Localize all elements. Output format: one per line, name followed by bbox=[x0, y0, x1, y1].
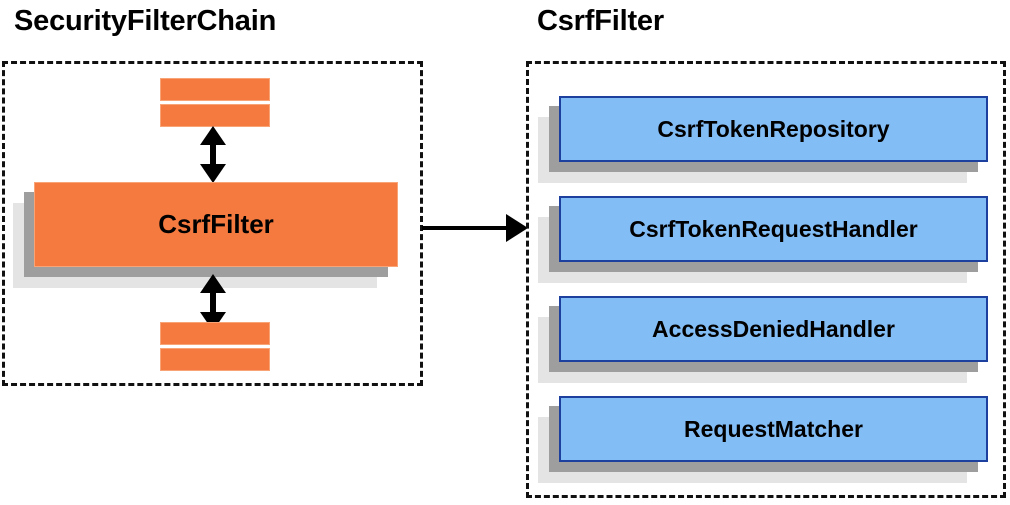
chain-filter-bar-below-2 bbox=[160, 348, 270, 371]
dependency-label: CsrfTokenRequestHandler bbox=[559, 196, 988, 262]
dependency-label: RequestMatcher bbox=[559, 396, 988, 462]
csrf-filter-label: CsrfFilter bbox=[34, 182, 398, 267]
chain-filter-bar-below-1 bbox=[160, 322, 270, 345]
arrow-head-down-icon bbox=[200, 164, 226, 183]
left-panel-title: SecurityFilterChain bbox=[14, 5, 277, 37]
csrf-filter-detail-container bbox=[526, 61, 1006, 498]
arrow-head-up-icon bbox=[200, 126, 226, 145]
chain-filter-bar-above-1 bbox=[160, 78, 270, 101]
security-filter-chain-container bbox=[2, 61, 423, 386]
arrow-shaft bbox=[422, 226, 512, 230]
csrf-filter-component[interactable]: CsrfFilter bbox=[13, 182, 398, 288]
arrow-head-right-icon bbox=[506, 214, 528, 242]
arrow-head-up-icon bbox=[200, 274, 226, 293]
chain-filter-bar-above-2 bbox=[160, 104, 270, 127]
arrow-shaft bbox=[210, 291, 216, 317]
dependency-label: AccessDeniedHandler bbox=[559, 296, 988, 362]
right-panel-title: CsrfFilter bbox=[537, 5, 664, 37]
dependency-label: CsrfTokenRepository bbox=[559, 96, 988, 162]
arrow-shaft bbox=[210, 143, 216, 169]
